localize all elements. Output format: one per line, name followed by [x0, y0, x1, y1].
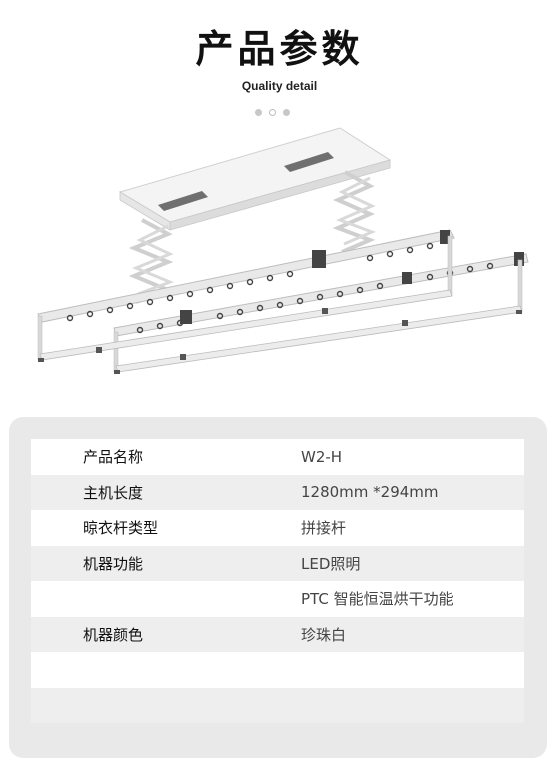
page-title: 产品参数	[195, 27, 364, 71]
spec-label: 产品名称	[83, 448, 144, 467]
carousel-dot-1[interactable]	[255, 109, 262, 116]
product-image	[37, 127, 529, 374]
spec-value: 拼接杆	[301, 519, 347, 538]
spec-label: 主机长度	[83, 483, 144, 502]
spec-label: 机器功能	[83, 554, 144, 573]
spec-row	[31, 652, 524, 688]
spec-value: LED照明	[301, 554, 361, 573]
spec-panel: 产品名称 W2-H 主机长度 1280mm *294mm 晾衣杆类型 拼接杆 机…	[9, 417, 547, 758]
spec-row	[31, 687, 524, 723]
spec-value: W2-H	[301, 447, 343, 466]
spec-row: 主机长度 1280mm *294mm	[31, 474, 524, 510]
spec-table: 产品名称 W2-H 主机长度 1280mm *294mm 晾衣杆类型 拼接杆 机…	[31, 439, 524, 723]
page-subtitle: Quality detail	[241, 79, 318, 93]
spec-label: 机器颜色	[83, 625, 144, 644]
spec-row: 晾衣杆类型 拼接杆	[31, 510, 524, 546]
spec-label: 晾衣杆类型	[83, 519, 159, 538]
spec-row: 机器颜色 珍珠白	[31, 616, 524, 652]
spec-value: 1280mm *294mm	[301, 483, 439, 502]
spec-row: PTC 智能恒温烘干功能	[31, 581, 524, 617]
spec-row: 产品名称 W2-H	[31, 439, 524, 475]
carousel-dot-2[interactable]	[269, 109, 276, 116]
spec-value: PTC 智能恒温烘干功能	[301, 590, 454, 609]
carousel-dot-3[interactable]	[283, 109, 290, 116]
spec-row: 机器功能 LED照明	[31, 545, 524, 581]
spec-value: 珍珠白	[301, 625, 347, 644]
carousel-indicator	[255, 109, 290, 118]
